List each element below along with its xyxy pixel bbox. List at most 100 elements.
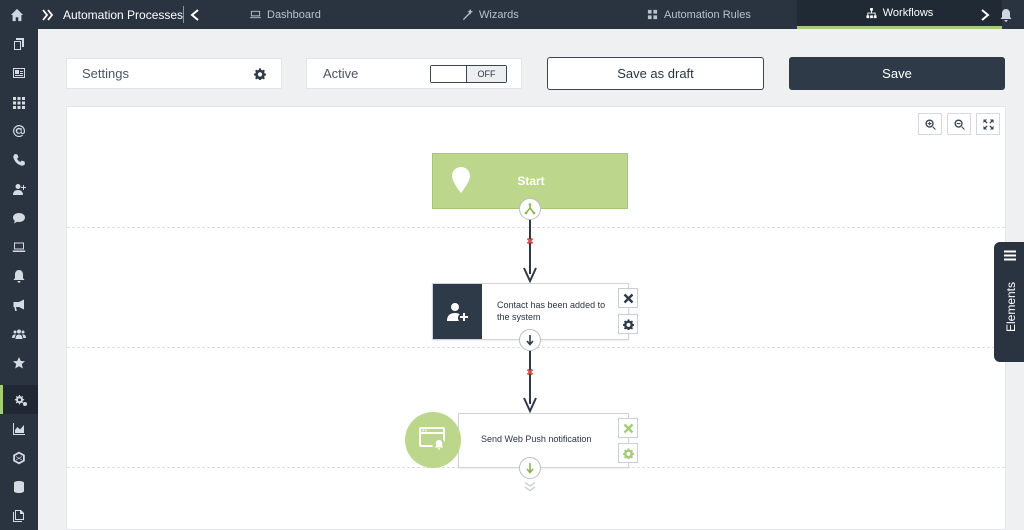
close-icon bbox=[623, 423, 633, 433]
active-panel: Active OFF bbox=[306, 58, 522, 89]
gear-icon[interactable] bbox=[254, 68, 266, 80]
trigger-output-connector[interactable] bbox=[519, 329, 541, 351]
bell-icon bbox=[1000, 8, 1012, 22]
sidebar-item-integrations[interactable] bbox=[0, 443, 38, 472]
action-node-label: Send Web Push notification bbox=[481, 434, 592, 444]
toggle-state: OFF bbox=[466, 66, 506, 82]
grid-icon bbox=[13, 96, 25, 109]
sidebar-item-groups[interactable] bbox=[0, 319, 38, 348]
notifications-button[interactable] bbox=[999, 0, 1013, 29]
toggle-knob bbox=[431, 66, 466, 82]
save-draft-button[interactable]: Save as draft bbox=[547, 57, 764, 90]
delete-edge-icon bbox=[526, 368, 534, 376]
title-divider bbox=[183, 6, 184, 23]
delete-edge-icon bbox=[526, 237, 534, 245]
zoom-out-button[interactable] bbox=[947, 113, 971, 135]
sidebar-item-campaigns[interactable] bbox=[0, 290, 38, 319]
trigger-node-label: Contact has been added to the system bbox=[497, 300, 606, 322]
active-label: Active bbox=[323, 66, 359, 81]
fit-screen-button[interactable] bbox=[976, 113, 1000, 135]
area-chart-icon bbox=[13, 422, 25, 435]
gears-icon bbox=[14, 394, 27, 406]
at-sign-icon bbox=[13, 124, 25, 137]
tab-dashboard[interactable]: Dashboard bbox=[250, 0, 321, 29]
node-settings-button[interactable] bbox=[618, 314, 638, 334]
megaphone-icon bbox=[13, 299, 24, 311]
sidebar-item-chat[interactable] bbox=[0, 203, 38, 232]
id-card-icon bbox=[13, 67, 25, 78]
tab-automation-rules-label: Automation Rules bbox=[664, 8, 751, 21]
sidebar-item-database[interactable] bbox=[0, 472, 38, 501]
workflow-canvas[interactable]: Start Contact has been added to the syst… bbox=[66, 106, 1006, 530]
tabs-scroll-right-button[interactable] bbox=[980, 0, 990, 29]
trigger-node-icon-block bbox=[433, 284, 482, 339]
users-group-icon bbox=[12, 329, 26, 339]
tab-workflows[interactable]: Workflows bbox=[797, 0, 1002, 29]
settings-panel[interactable]: Settings bbox=[66, 58, 282, 89]
database-icon bbox=[14, 480, 24, 493]
grid-icon bbox=[647, 9, 658, 20]
double-chevron-down-icon bbox=[524, 482, 536, 492]
row-divider bbox=[67, 227, 1005, 228]
monitor-icon bbox=[250, 10, 261, 19]
tab-automation-rules[interactable]: Automation Rules bbox=[647, 0, 751, 29]
start-node-label: Start bbox=[517, 174, 545, 188]
gear-icon bbox=[622, 447, 634, 459]
arrow-down-icon bbox=[526, 335, 534, 346]
hamburger-icon bbox=[1004, 250, 1016, 261]
phone-icon bbox=[13, 153, 25, 166]
app-title: Automation Processes bbox=[63, 7, 184, 22]
tabs-scroll-left-button[interactable] bbox=[190, 0, 200, 29]
copy-icon bbox=[14, 37, 24, 50]
delete-node-button[interactable] bbox=[618, 418, 638, 438]
documents-icon bbox=[13, 509, 24, 522]
action-output-connector[interactable] bbox=[519, 457, 541, 479]
chevron-right-icon bbox=[981, 8, 990, 21]
zoom-in-button[interactable] bbox=[918, 113, 942, 135]
top-bar: Automation Processes Dashboard Wizards A… bbox=[0, 0, 1024, 29]
active-toggle[interactable]: OFF bbox=[430, 65, 507, 83]
web-push-icon bbox=[419, 427, 446, 452]
sidebar-item-automation[interactable] bbox=[0, 385, 38, 414]
tab-workflows-label: Workflows bbox=[882, 7, 934, 19]
tab-wizards[interactable]: Wizards bbox=[462, 0, 519, 29]
sidebar-item-calls[interactable] bbox=[0, 145, 38, 174]
sidebar-item-reports[interactable] bbox=[0, 414, 38, 443]
user-plus-icon bbox=[13, 183, 26, 195]
elements-panel-tab[interactable]: Elements bbox=[994, 242, 1024, 362]
magic-wand-icon bbox=[462, 9, 473, 20]
action-node-web-push[interactable]: Send Web Push notification bbox=[458, 413, 629, 468]
arrow-down-icon bbox=[526, 463, 534, 474]
close-icon bbox=[623, 293, 633, 303]
sidebar-item-notifications[interactable] bbox=[0, 261, 38, 290]
sidebar-item-add-user[interactable] bbox=[0, 174, 38, 203]
sidebar-item-web[interactable] bbox=[0, 232, 38, 261]
sidebar-item-pages[interactable] bbox=[0, 29, 38, 58]
tab-wizards-label: Wizards bbox=[479, 8, 519, 21]
zoom-in-icon bbox=[924, 118, 936, 130]
sidebar-item-documents[interactable] bbox=[0, 501, 38, 530]
sidebar-item-email[interactable] bbox=[0, 116, 38, 145]
start-output-connector[interactable] bbox=[519, 198, 541, 220]
node-settings-button[interactable] bbox=[618, 443, 638, 463]
chevron-left-icon bbox=[190, 8, 199, 21]
double-chevron-right-icon bbox=[42, 8, 54, 21]
bell-icon bbox=[13, 269, 25, 283]
sidebar-item-apps[interactable] bbox=[0, 87, 38, 116]
star-icon bbox=[13, 356, 25, 368]
settings-label: Settings bbox=[82, 66, 129, 81]
sitemap-icon bbox=[866, 7, 877, 18]
home-button[interactable] bbox=[0, 0, 34, 29]
sidebar-item-favorites[interactable] bbox=[0, 348, 38, 377]
action-node-icon-circle bbox=[405, 412, 461, 468]
laptop-icon bbox=[12, 242, 26, 252]
gear-icon bbox=[622, 318, 634, 330]
expand-menu-button[interactable] bbox=[42, 0, 54, 29]
sidebar bbox=[0, 29, 38, 530]
expand-icon bbox=[982, 118, 994, 130]
sidebar-item-contacts[interactable] bbox=[0, 58, 38, 87]
user-plus-icon bbox=[446, 302, 468, 321]
save-button[interactable]: Save bbox=[789, 57, 1005, 90]
branch-icon bbox=[524, 203, 536, 215]
delete-node-button[interactable] bbox=[618, 288, 638, 308]
